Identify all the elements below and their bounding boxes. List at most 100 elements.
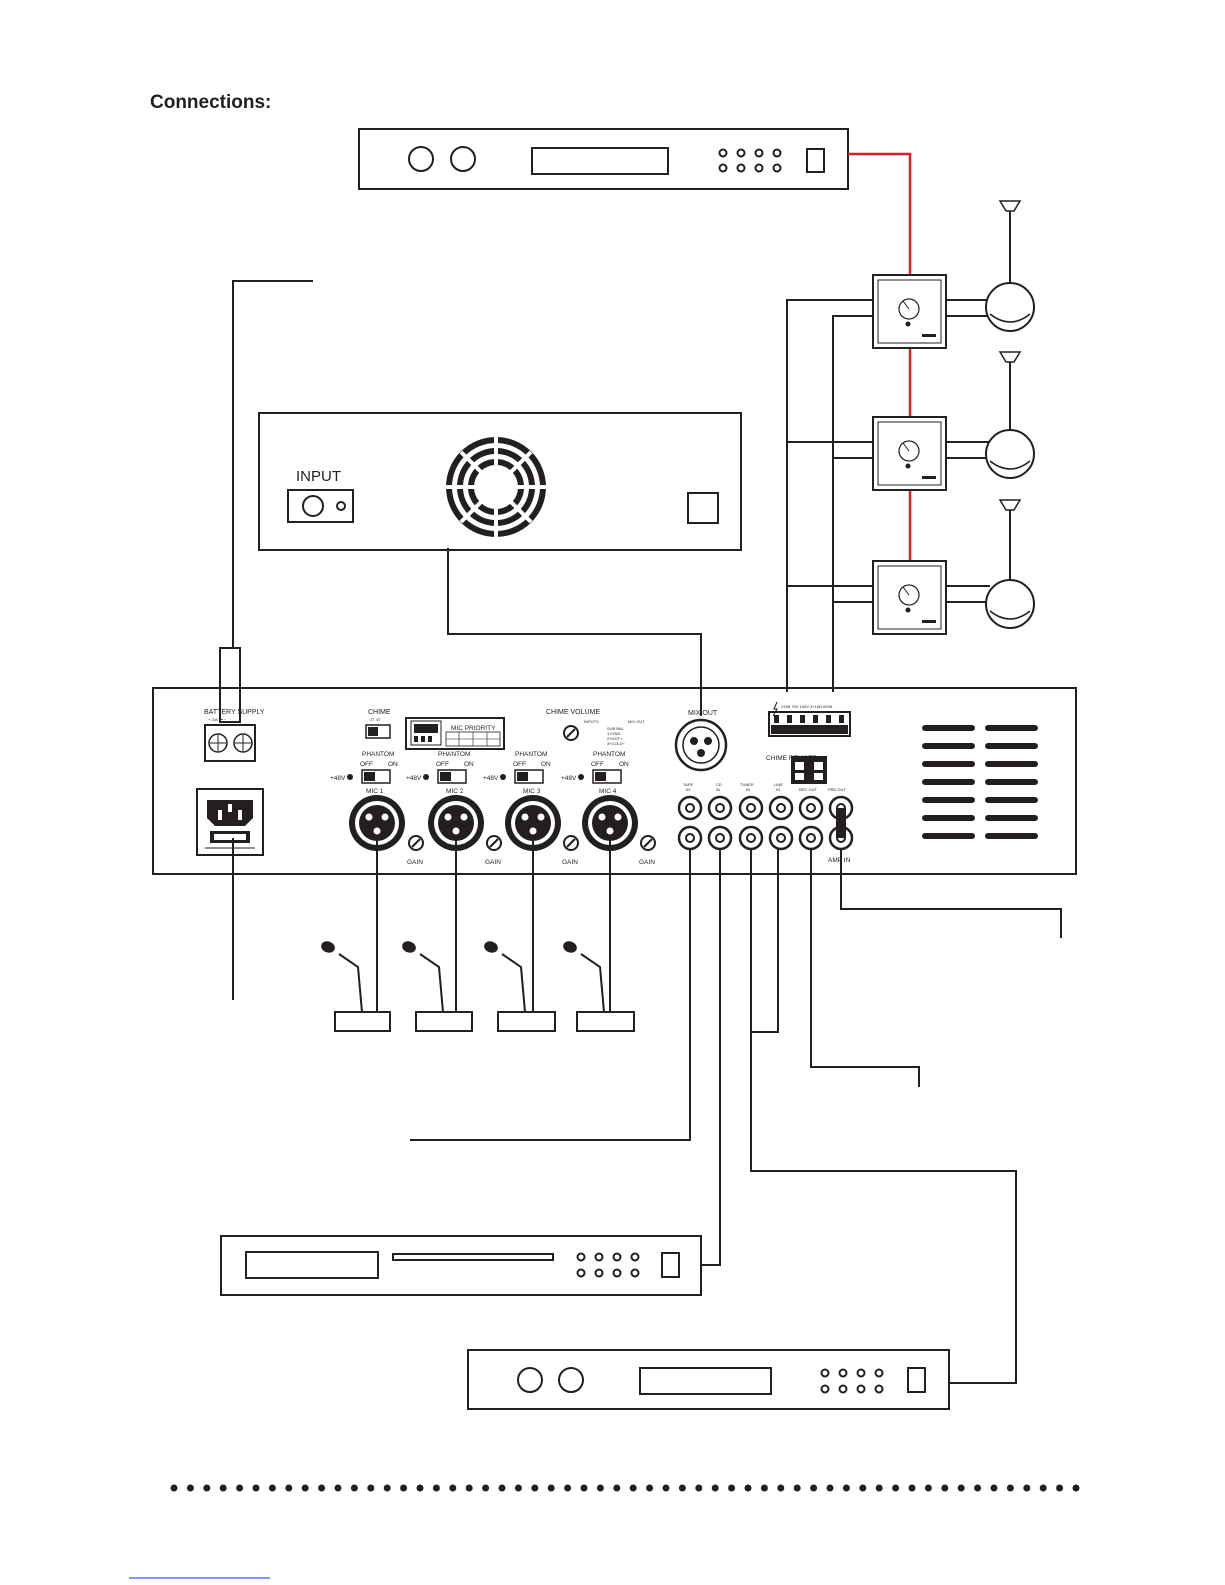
rec-out-label: REC OUT (799, 787, 818, 792)
fan-grille-icon (446, 437, 546, 537)
mix-out-label: MIX OUT (688, 710, 718, 717)
volume-control-3 (872, 560, 947, 635)
desk-microphone-icon (484, 941, 556, 1032)
amplifier-to-mixout-cable (447, 548, 702, 716)
phantom-switch-mic-4[interactable] (592, 769, 622, 784)
page-heading: Connections: (150, 92, 272, 113)
phantom-switch-mic-1[interactable] (361, 769, 391, 784)
desk-microphone-icon (563, 941, 635, 1032)
gain-knob[interactable] (408, 835, 424, 851)
chime-switch[interactable] (365, 724, 391, 739)
inputs-option: 3+COLD− (607, 741, 626, 746)
mix-out-small-label: MIX OUT (628, 719, 645, 724)
rca-cables (410, 849, 1062, 1384)
speaker-line-cable (848, 152, 912, 561)
phantom-on-label: ON (619, 761, 629, 768)
phantom-on-label: ON (541, 761, 551, 768)
chime-options-label: 2T 4T (370, 717, 381, 722)
phantom-on-label: ON (388, 761, 398, 768)
pre-out-label: PRE OUT (828, 787, 846, 792)
mic-priority-dip-switch[interactable] (405, 717, 505, 750)
phantom-on-label: ON (464, 761, 474, 768)
rca-jacks[interactable] (677, 795, 854, 851)
volume-control-1 (872, 274, 947, 349)
pendant-speaker-icon (985, 499, 1035, 629)
phantom-label: PHANTOM (593, 751, 625, 758)
volume-to-speaker-cables (946, 299, 990, 603)
chime-volume-label: CHIME VOLUME (546, 709, 600, 716)
chime-label: CHIME (368, 709, 391, 716)
mic-2-label: MIC 2 (446, 788, 464, 795)
mic-2-xlr-input[interactable] (428, 795, 484, 851)
mic-1-xlr-input[interactable] (349, 795, 405, 851)
phantom-off-label: OFF (591, 761, 604, 768)
gain-knob[interactable] (563, 835, 579, 851)
amp-in-label: AMP IN (828, 857, 851, 864)
battery-polarity-label: + 24V ⎓ − (208, 717, 227, 722)
tuner-unit (467, 1349, 950, 1410)
volume-control-2 (872, 416, 947, 491)
speaker-terminal-label: COM 70V 100V 4+16Ω BGM (781, 704, 832, 709)
phantom-led (578, 774, 584, 780)
gain-label: GAIN (639, 859, 655, 866)
phantom-label: PHANTOM (362, 751, 394, 758)
power-amplifier (258, 412, 742, 551)
mic-3-label: MIC 3 (523, 788, 541, 795)
phantom-switch-mic-3[interactable] (514, 769, 544, 784)
mic-4-xlr-input[interactable] (582, 795, 638, 851)
inputs-option: 1+GND (607, 731, 621, 736)
speaker-bus-cables (786, 299, 873, 692)
line-in-label: LINE (774, 782, 783, 787)
mixer-rear-panel (152, 687, 1077, 875)
phantom-off-label: OFF (360, 761, 373, 768)
desk-microphone-icon (321, 941, 391, 1032)
mic-3-xlr-input[interactable] (505, 795, 561, 851)
tuner-in-label: IN (746, 787, 750, 792)
chime-volume-knob[interactable] (563, 725, 579, 741)
plus48v-label: +48V (330, 775, 346, 782)
inputs-option: 2+HOT+ (607, 736, 623, 741)
phantom-label: PHANTOM (515, 751, 547, 758)
phantom-label: PHANTOM (438, 751, 470, 758)
gain-knob[interactable] (640, 835, 656, 851)
mix-out-xlr-connector[interactable] (674, 718, 728, 772)
tuner-in-label: TUNER (740, 782, 754, 787)
gain-label: GAIN (562, 859, 578, 866)
battery-cable (219, 280, 313, 723)
cd-in-label: IN (716, 787, 720, 792)
cd-in-label: CD (716, 782, 722, 787)
mic-priority-label: MIC PRIORITY (451, 725, 496, 732)
ac-power-inlet (196, 788, 264, 856)
mic-1-label: MIC 1 (366, 788, 384, 795)
battery-terminal (204, 724, 256, 762)
pendant-speaker-icon (985, 200, 1035, 332)
phantom-off-label: OFF (513, 761, 526, 768)
speaker-output-terminal[interactable] (768, 701, 851, 737)
plus48v-label: +48V (406, 775, 422, 782)
gain-label: GAIN (407, 859, 423, 866)
line-in-label: IN (776, 787, 780, 792)
cd-player-unit (220, 1235, 702, 1296)
gain-knob[interactable] (486, 835, 502, 851)
desk-microphone-icon (402, 941, 473, 1032)
pendant-speaker-icon (985, 351, 1035, 479)
plus48v-label: +48V (483, 775, 499, 782)
inputs-label: INPUTS (584, 719, 599, 724)
gain-label: GAIN (485, 859, 501, 866)
battery-supply-label: BATTERY SUPPLY (204, 709, 265, 716)
plus48v-label: +48V (561, 775, 577, 782)
amplifier-input-label: INPUT (296, 468, 341, 485)
chime-remote-terminal[interactable] (791, 756, 827, 784)
phantom-switch-mic-2[interactable] (437, 769, 467, 784)
phantom-led (347, 774, 353, 780)
tape-in-label: TAPE (683, 782, 693, 787)
top-source-unit (358, 128, 849, 190)
phantom-led (423, 774, 429, 780)
inputs-option: SUB BAL (607, 726, 625, 731)
ventilation-slots (922, 725, 1038, 839)
phantom-led (500, 774, 506, 780)
tape-in-label: IN (686, 787, 690, 792)
mic-4-label: MIC 4 (599, 788, 617, 795)
phantom-off-label: OFF (436, 761, 449, 768)
